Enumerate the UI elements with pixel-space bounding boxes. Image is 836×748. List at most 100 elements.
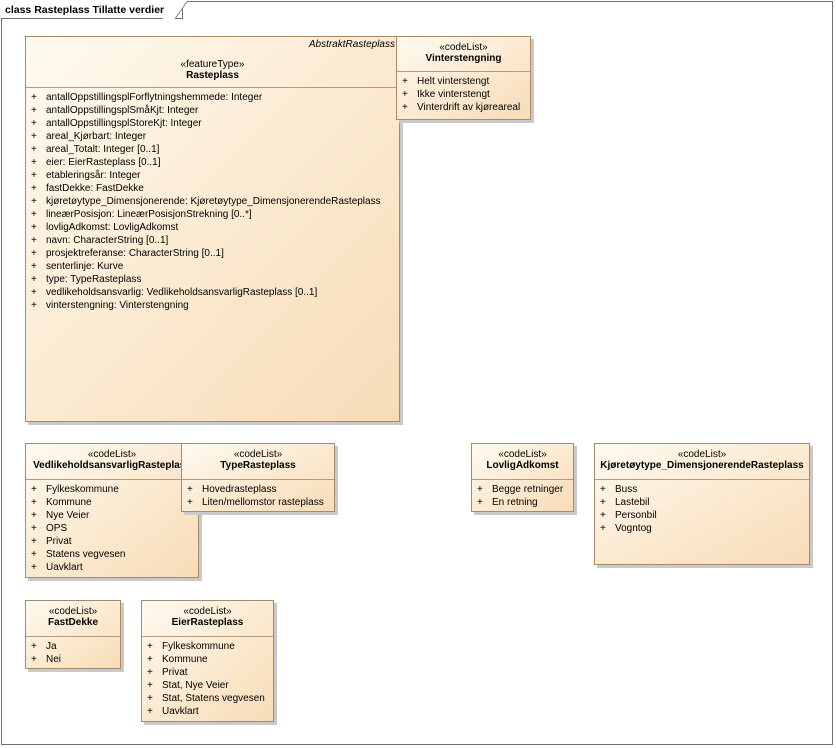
attribute-item[interactable]: +Kommune (142, 653, 273, 666)
visibility-marker: + (31, 118, 37, 129)
attribute-item[interactable]: +navn: CharacterString [0..1] (26, 234, 399, 247)
attribute-item[interactable]: +Lastebil (595, 496, 809, 509)
attribute-item[interactable]: +Kommune (26, 496, 198, 509)
attribute-list: +Fylkeskommune+Kommune+Nye Veier+OPS+Pri… (26, 480, 198, 574)
class-header: «codeList» FastDekke (26, 601, 120, 637)
visibility-marker: + (31, 92, 37, 103)
class-lovlig-adkomst[interactable]: «codeList» LovligAdkomst +Begge retninge… (471, 443, 574, 512)
attribute-item[interactable]: +En retning (472, 496, 573, 509)
attribute-item[interactable]: + Ikke vinterstengt (397, 88, 530, 101)
attribute-item[interactable]: +Vogntog (595, 522, 809, 535)
class-vedlikeholdsansvarlig-rasteplass[interactable]: «codeList» VedlikeholdsansvarligRastepla… (25, 443, 199, 578)
class-name: EierRasteplass (171, 617, 244, 628)
attribute-text: Kommune (162, 654, 208, 665)
attribute-text: senterlinje: Kurve (46, 261, 124, 272)
attribute-text: prosjektreferanse: CharacterString [0..1… (46, 248, 224, 259)
attribute-item[interactable]: +antallOppstillingsplSmåKjt: Integer (26, 104, 399, 117)
attribute-item[interactable]: +type: TypeRasteplass (26, 273, 399, 286)
visibility-marker: + (402, 89, 408, 100)
class-name: Rasteplass (186, 70, 239, 81)
class-header: AbstraktRasteplass «featureType» Rastepl… (26, 37, 399, 88)
attribute-item[interactable]: + lineærPosisjon: LineærPosisjonStrekning… (26, 208, 399, 221)
attribute-item[interactable]: +Privat (142, 666, 273, 679)
attribute-text: vedlikeholdsansvarlig: Vedlikeholdsansva… (46, 287, 318, 298)
attribute-text: lovligAdkomst: LovligAdkomst (46, 222, 179, 233)
attribute-item[interactable]: +antallOppstillingsplStoreKjt: Integer (26, 117, 399, 130)
visibility-marker: + (31, 157, 37, 168)
attribute-text: etableringsår: Integer (46, 170, 141, 181)
attribute-item[interactable]: +Personbil (595, 509, 809, 522)
visibility-marker: + (31, 654, 37, 665)
visibility-marker: + (31, 144, 37, 155)
visibility-marker: + (31, 497, 37, 508)
attribute-item[interactable]: +kjøretøytype_Dimensjonerende: Kjøretøyt… (26, 195, 399, 208)
attribute-text: Stat, Statens vegvesen (162, 693, 265, 704)
attribute-item[interactable]: +Fylkeskommune (26, 483, 198, 496)
visibility-marker: + (147, 693, 153, 704)
visibility-marker: + (31, 641, 37, 652)
class-header: «codeList» VedlikeholdsansvarligRastepla… (26, 444, 198, 480)
visibility-marker: + (187, 497, 193, 508)
attribute-item[interactable]: +Vinterdrift av kjøreareal (397, 101, 530, 114)
attribute-item[interactable]: +Ja (26, 640, 120, 653)
attribute-text: Ikke vinterstengt (417, 89, 490, 100)
attribute-item[interactable]: +lovligAdkomst: LovligAdkomst (26, 221, 399, 234)
class-eier-rasteplass[interactable]: «codeList» EierRasteplass +Fylkeskommune… (141, 600, 274, 722)
attribute-text: lineærPosisjon: LineærPosisjonStrekning … (46, 209, 252, 220)
attribute-text: Uavklart (162, 706, 199, 717)
visibility-marker: + (31, 536, 37, 547)
attribute-text: navn: CharacterString [0..1] (46, 235, 169, 246)
attribute-text: eier: EierRasteplass [0..1] (46, 157, 161, 168)
attribute-text: Begge retninger (492, 484, 564, 495)
attribute-item[interactable]: +areal_Kjørbart: Integer (26, 130, 399, 143)
attribute-item[interactable]: + antallOppstillingsplForflytningshemmede… (26, 91, 399, 104)
visibility-marker: + (31, 196, 37, 207)
attribute-item[interactable]: +Fylkeskommune (142, 640, 273, 653)
attribute-item[interactable]: +Statens vegvesen (26, 548, 198, 561)
attribute-item[interactable]: +senterlinje: Kurve (26, 260, 399, 273)
visibility-marker: + (477, 484, 483, 495)
class-name: VedlikeholdsansvarligRasteplass (33, 460, 191, 471)
visibility-marker: + (31, 510, 37, 521)
attribute-item[interactable]: +prosjektreferanse: CharacterString [0..… (26, 247, 399, 260)
attribute-text: antallOppstillingsplForflytningshemmede:… (46, 92, 263, 103)
attribute-item[interactable]: +etableringsår: Integer (26, 169, 399, 182)
class-type-rasteplass[interactable]: «codeList» TypeRasteplass +Hovedrastepla… (181, 443, 335, 512)
visibility-marker: + (31, 300, 37, 311)
attribute-item[interactable]: +vedlikeholdsansvarlig: Vedlikeholdsansv… (26, 286, 399, 299)
attribute-item[interactable]: +vinterstengning: Vinterstengning (26, 299, 399, 312)
attribute-item[interactable]: + eier: EierRasteplass [0..1] (26, 156, 399, 169)
class-rasteplass[interactable]: AbstraktRasteplass «featureType» Rastepl… (25, 36, 400, 422)
visibility-marker: + (31, 484, 37, 495)
visibility-marker: + (477, 497, 483, 508)
attribute-text: areal_Totalt: Integer [0..1] (46, 144, 160, 155)
visibility-marker: + (31, 209, 37, 220)
attribute-item[interactable]: + Stat, Statens vegvesen (142, 692, 273, 705)
visibility-marker: + (147, 680, 153, 691)
attribute-item[interactable]: +Hovedrasteplass (182, 483, 334, 496)
attribute-item[interactable]: +Helt vinterstengt (397, 75, 530, 88)
attribute-item[interactable]: +Uavklart (142, 705, 273, 718)
attribute-item[interactable]: +Uavklart (26, 561, 198, 574)
visibility-marker: + (600, 510, 606, 521)
class-fast-dekke[interactable]: «codeList» FastDekke +Ja+Nei (25, 600, 121, 669)
visibility-marker: + (187, 484, 193, 495)
attribute-item[interactable]: +Privat (26, 535, 198, 548)
attribute-item[interactable]: +Nye Veier (26, 509, 198, 522)
attribute-item[interactable]: + areal_Totalt: Integer [0..1] (26, 143, 399, 156)
attribute-item[interactable]: +Stat, Nye Veier (142, 679, 273, 692)
attribute-item[interactable]: +OPS (26, 522, 198, 535)
stereotype-label: «featureType» (180, 59, 245, 70)
attribute-item[interactable]: +Liten/mellomstor rasteplass (182, 496, 334, 509)
attribute-list: +Buss+Lastebil+Personbil+Vogntog (595, 480, 809, 535)
stereotype-label: «codeList» (48, 606, 98, 617)
attribute-item[interactable]: +Nei (26, 653, 120, 666)
class-name: TypeRasteplass (220, 460, 296, 471)
class-vinterstengning[interactable]: «codeList» Vinterstengning +Helt vinters… (396, 36, 531, 120)
attribute-item[interactable]: +fastDekke: FastDekke (26, 182, 399, 195)
class-kjoretoytype-dimensjonerende-rasteplass[interactable]: «codeList» Kjøretøytype_DimensjonerendeR… (594, 443, 810, 565)
attribute-item[interactable]: + Begge retninger (472, 483, 573, 496)
attribute-item[interactable]: +Buss (595, 483, 809, 496)
stereotype-label: «codeList» (183, 606, 232, 617)
